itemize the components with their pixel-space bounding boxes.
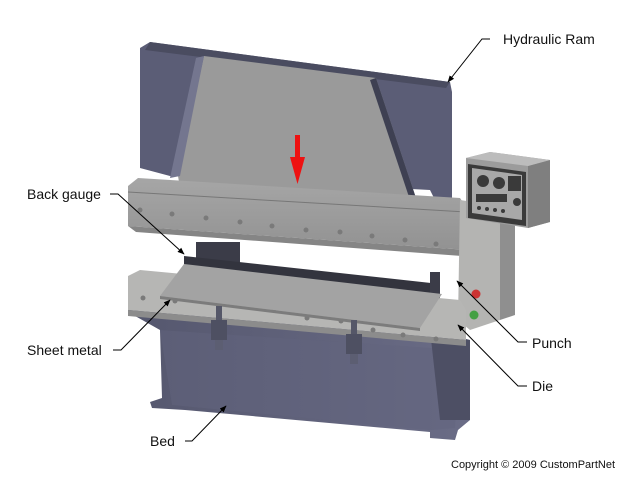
leader-sheet-metal [113,299,171,351]
support-cylinders [211,306,362,364]
down-arrow-icon [290,135,305,184]
back-gauge [184,242,440,312]
leader-bed [185,405,227,442]
green-button-icon [469,310,479,320]
leader-hydraulic-ram [447,38,490,83]
red-button-icon [471,289,481,299]
hydraulic-ram [140,42,452,210]
label-sheet-metal: Sheet metal [27,342,102,358]
copyright-notice: Copyright © 2009 CustomPartNet [451,459,616,471]
leader-punch [456,280,527,343]
control-panel [466,152,550,228]
leader-back-gauge [110,193,185,255]
label-die: Die [532,378,554,394]
leader-lines [110,38,527,442]
control-column [458,200,515,330]
upper-beam [127,178,468,256]
leader-die [457,324,527,387]
label-hydraulic-ram: Hydraulic Ram [503,31,595,47]
label-bed: Bed [150,433,175,449]
label-punch: Punch [532,335,572,351]
label-back-gauge: Back gauge [27,186,101,202]
